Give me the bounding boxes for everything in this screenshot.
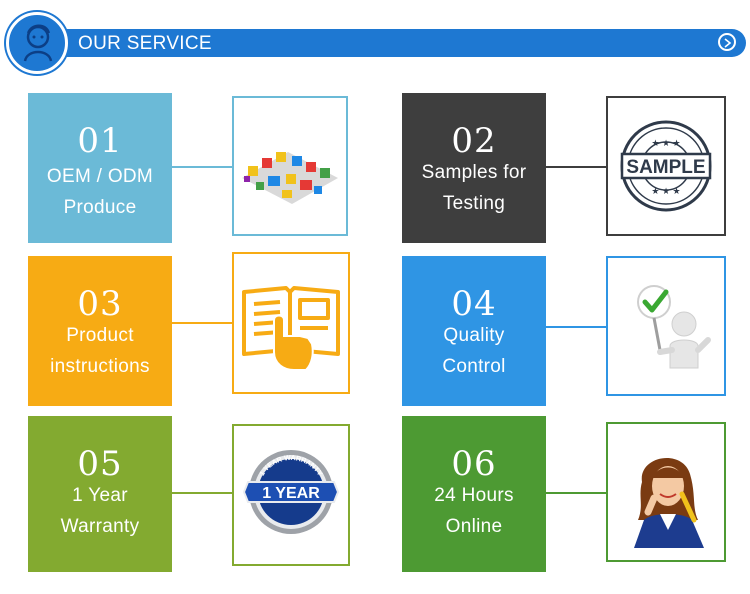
service-image-instructions xyxy=(232,252,350,394)
checkmark-person-icon xyxy=(637,285,711,369)
factory-icon xyxy=(242,152,338,204)
service-label-line1: Quality xyxy=(443,325,505,346)
brand-logo xyxy=(6,12,68,74)
service-label-line1: OEM / ODM xyxy=(46,166,154,187)
service-tile-quality: 04 Quality Control xyxy=(402,256,546,406)
svg-text:★ ★ ★: ★ ★ ★ xyxy=(651,186,680,196)
service-number: 03 xyxy=(77,284,123,324)
service-number: 04 xyxy=(451,284,497,324)
service-image-samples: SAMPLE ★ ★ ★ ★ ★ ★ xyxy=(606,96,726,236)
service-tile-warranty: 05 1 Year Warranty xyxy=(28,416,172,572)
service-number: 06 xyxy=(451,444,497,484)
service-label-line2: Warranty xyxy=(60,516,140,537)
svg-text:★ ★ ★: ★ ★ ★ xyxy=(651,138,680,148)
service-tile-oem: 01 OEM / ODM Produce xyxy=(28,93,172,243)
service-image-oem xyxy=(232,96,348,236)
service-label-line1: 24 Hours xyxy=(434,485,514,506)
sample-stamp-icon: SAMPLE ★ ★ ★ ★ ★ ★ xyxy=(620,120,712,212)
connector-line xyxy=(172,322,232,324)
service-tile-samples: 02 Samples for Testing xyxy=(402,93,546,243)
connector-line xyxy=(172,492,232,494)
service-tile-online: 06 24 Hours Online xyxy=(402,416,546,572)
service-tile-instructions: 03 Product instructions xyxy=(28,256,172,406)
connector-line xyxy=(172,166,232,168)
service-number: 01 xyxy=(77,121,123,161)
service-image-online xyxy=(606,422,726,562)
service-label-line2: Produce xyxy=(63,197,137,218)
service-label-line2: instructions xyxy=(50,356,150,377)
stamp-text: SAMPLE xyxy=(626,157,705,178)
service-label-line2: Control xyxy=(442,356,506,377)
service-image-warranty: 1 YEAR 1 YEAR WARRANTY xyxy=(232,424,350,566)
service-label-line1: 1 Year xyxy=(72,485,128,506)
service-image-quality xyxy=(606,256,726,396)
service-label-line2: Online xyxy=(445,516,503,537)
connector-line xyxy=(546,492,606,494)
warranty-badge-icon: 1 YEAR 1 YEAR WARRANTY xyxy=(242,450,340,534)
book-hand-icon xyxy=(242,286,340,371)
service-label-line1: Samples for xyxy=(421,162,527,183)
support-agent-icon xyxy=(634,458,704,548)
connector-line xyxy=(546,326,606,328)
service-label-line2: Testing xyxy=(442,193,506,214)
header-bar xyxy=(40,29,746,57)
service-number: 05 xyxy=(77,444,123,484)
section-title: OUR SERVICE xyxy=(78,33,212,54)
badge-main-text: 1 YEAR xyxy=(262,485,320,502)
play-icon[interactable] xyxy=(718,33,736,51)
connector-line xyxy=(546,166,606,168)
service-label-line1: Product xyxy=(66,325,134,346)
service-number: 02 xyxy=(451,121,497,161)
